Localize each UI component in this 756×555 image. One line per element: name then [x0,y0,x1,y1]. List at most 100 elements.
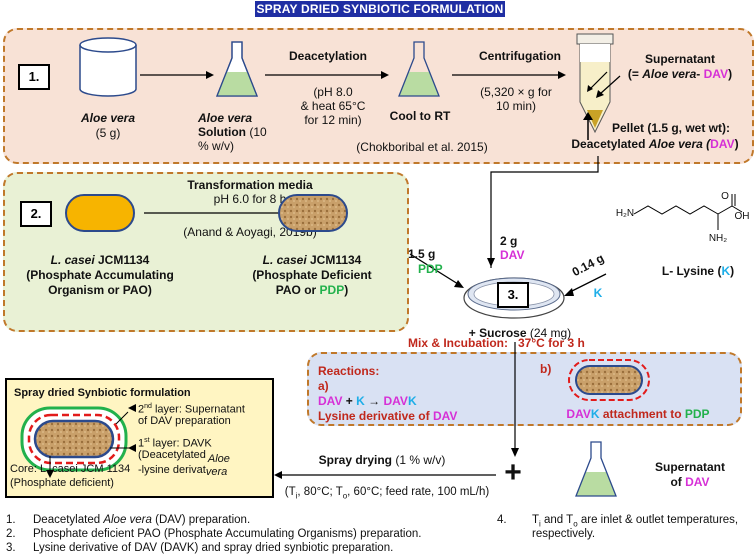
centrifugation-label: Centrifugation [479,49,561,63]
cond-b: , 80°C; T [297,486,343,498]
attach-text: attachment to [599,407,685,421]
pellet-open: ( [702,137,711,151]
final-supernatant-label: Supernatant [654,460,725,474]
footnote-4: Ti and To are inlet & outlet temperature… [532,513,754,531]
layer1-aloe: Aloe [207,453,230,465]
eq-dav: DAV [318,394,343,408]
connector-incubation [511,342,519,457]
footnote-3: Lysine derivative of DAV (DAVK) and spra… [33,542,394,554]
flask-icon [398,41,440,97]
synbiotic-particle-icon [20,406,130,472]
dav-amount: 2 g [500,234,518,248]
footnote-2-num: 2. [6,528,16,540]
pellet-desc: Deacetylated Aloe vera (DAV) [560,137,750,151]
step3-number: 3. [497,282,529,308]
final-box-title: Spray dried Synbiotic formulation [14,387,191,399]
spray-word: Spray drying [318,453,392,467]
sup-of-dav: DAV [685,475,710,489]
layer1-deacet: (Deacetylated [138,449,206,461]
layer1-lysine: -lysine derivat [138,464,206,476]
pointer-core [46,470,54,478]
pdp-pao-or: PAO or [275,283,320,297]
dav-input: DAV [500,248,525,262]
deacetylation-cond-1: (pH 8.0 [313,85,353,99]
fn1-a: Deacetylated [33,514,104,526]
step1-reference: (Chokboribal et al. 2015) [356,140,488,154]
spray-conditions: (Ti, 80°C; To, 60°C; feed rate, 100 mL/h… [272,485,502,503]
layer1-vera: vera [205,466,228,478]
pdp-strain: JCM1134 [306,253,362,267]
reaction-eq: DAV + K → DAVK [318,394,468,408]
arrow-2 [265,71,389,79]
k-input: K [593,286,603,300]
sup-dav: DAV [703,67,729,81]
arrow-k-in [564,273,607,296]
lysine-word: L- Lysine ( [661,264,722,278]
eq-plus: + [342,394,357,408]
spray-drying-label: Spray drying (1 % w/v) [292,453,472,467]
bacterium-pao-icon [65,194,135,232]
supernatant-label: Supernatant [644,52,715,66]
pao-strain: JCM1134 [94,253,150,267]
cond-c: , 60°C; feed rate, 100 mL/h) [347,486,490,498]
mol-o: O [721,191,729,202]
step2-reference: (Anand & Aoyagi, 2019b) [183,225,317,239]
eq-davk-dav: DAV [383,394,408,408]
lysder-dav: DAV [432,409,458,423]
sucrose-word: + Sucrose [468,326,527,340]
supernatant-pointer [596,75,621,98]
pdp-line1: L. casei JCM1134 [232,253,392,267]
deacetylation-cond-3: for 12 min) [304,113,362,127]
arrow-dav-down [487,240,495,267]
reaction-a-label: a) [318,379,329,393]
core-line2: (Phosphate deficient) [10,477,114,489]
sup-close: ) [728,67,733,81]
solution-label-2: Solution (10 [198,125,288,139]
core-line1: Core: L. casei JCM 1134 [10,463,131,475]
solution-label-3: % w/v) [198,139,234,153]
centrifugation-cond-2: 10 min) [495,99,536,113]
layer2-num: 2 [138,403,145,416]
fn4-i: i [539,519,541,529]
fn1-b: Aloe vera [103,514,152,526]
eq-k: K [356,394,365,408]
coated-bacterium-icon [568,359,650,401]
lysine-close: ) [730,264,735,278]
solution-word: Solution [198,125,246,139]
layer2-line1: 2nd layer: Supernatant [138,400,268,417]
layer1-line3: -lysine derivatvera [138,463,278,478]
attach-pdp: PDP [684,407,710,421]
cond-o: o [342,491,348,501]
pellet-pointer [583,112,593,140]
reactions-title: Reactions: [318,364,380,378]
attachment-label: DAVK attachment to PDP [548,407,728,421]
lysine-k: K [721,264,731,278]
pdp-line2: (Phosphate Deficient [252,268,372,282]
pointer-layer2 [128,404,136,412]
footnote-1-num: 1. [6,514,16,526]
panel-reactions [307,352,742,426]
cond-i: i [295,491,298,501]
cylinder-icon [79,37,137,97]
pao-line1: L. casei JCM1134 [20,253,180,267]
sup-prefix: (= [627,67,643,81]
incubation-cond: 37°C for 3 h [518,336,585,350]
reaction-b-label: b) [540,362,552,376]
lysine-derivative-label: Lysine derivative of DAV [318,409,498,423]
deacetylation-label: Deacetylation [288,49,368,63]
solution-pct: (10 [246,125,267,139]
plus-sign: + [504,456,522,489]
lysine-label: L- Lysine (K) [648,264,748,278]
mix-label: Mix & Incubation: [408,336,508,350]
sucrose-amt: (24 mg) [526,326,572,340]
final-supernatant-of: of DAV [640,475,740,489]
layer2-text: layer: Supernatant [151,403,245,416]
fn4-o: o [573,519,578,529]
diagram-title: SPRAY DRIED SYNBIOTIC FORMULATION [255,1,505,17]
pdp-species: L. casei [262,253,307,267]
pellet-deacet: Deacetylated [571,137,649,151]
layer2-sup: nd [144,403,152,410]
attach-dav: DAV [566,407,591,421]
flask-icon [575,441,617,497]
layer1-num: 1 [138,437,145,450]
